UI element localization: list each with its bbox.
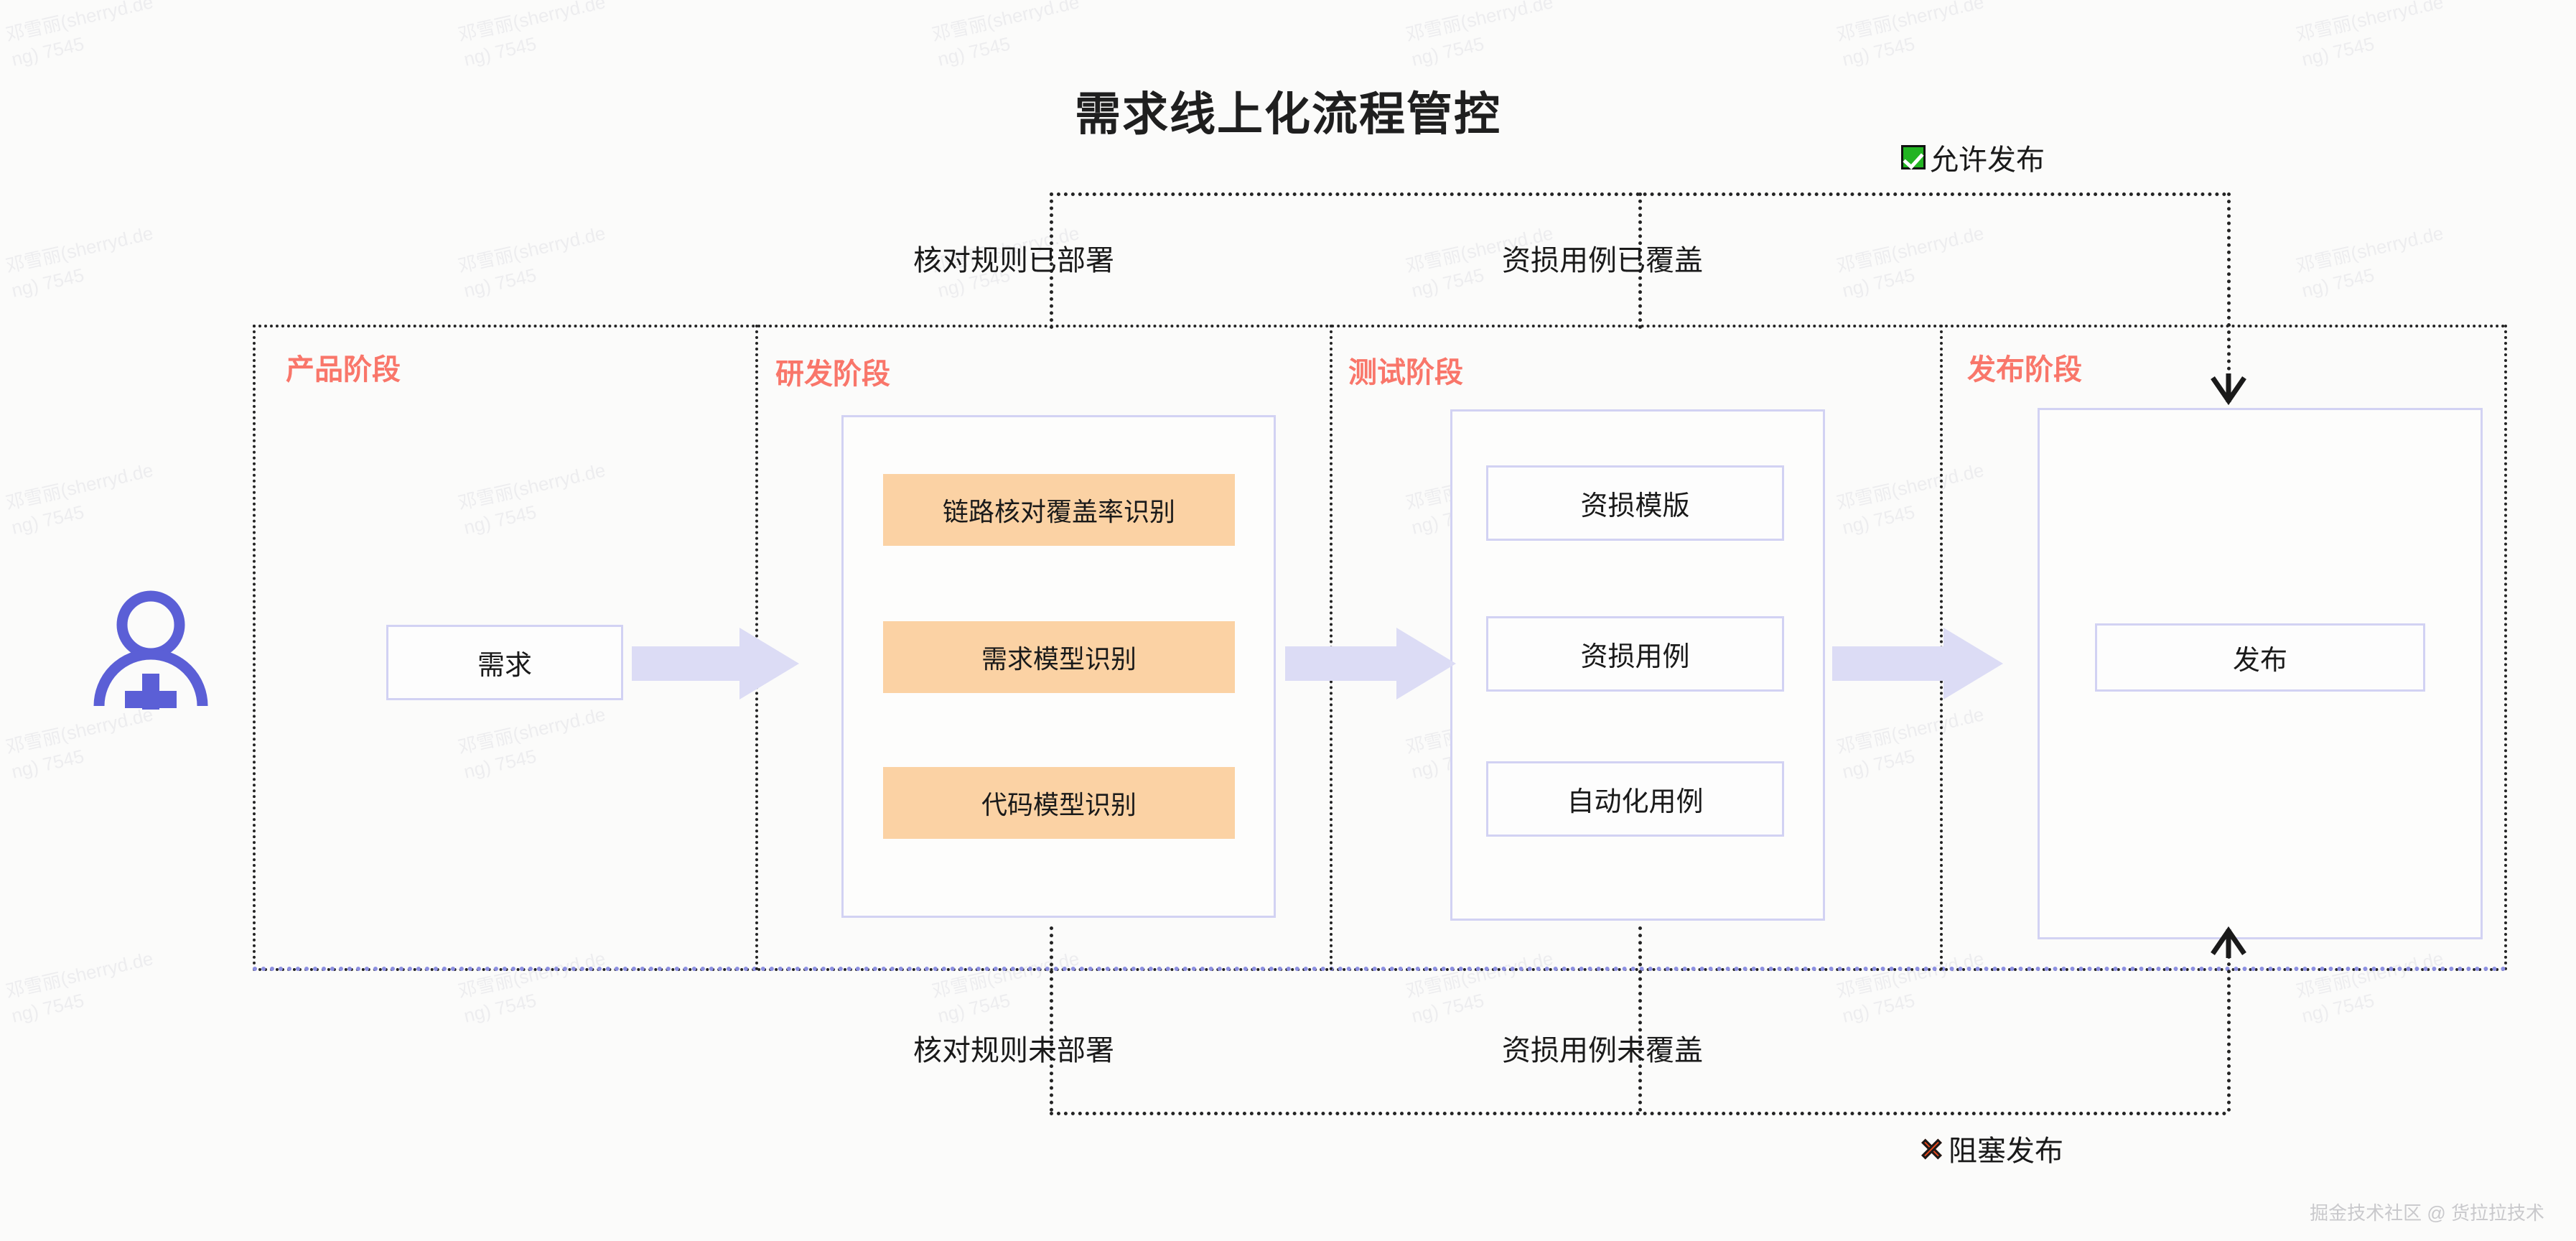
arrow-up-into-release-icon	[2211, 926, 2246, 958]
node-requirement[interactable]: 需求	[386, 625, 623, 700]
fail-result-label: 阻塞发布	[1949, 1135, 2063, 1167]
stage-label-release: 发布阶段	[1967, 354, 2082, 386]
stage-label-test: 测试阶段	[1348, 357, 1463, 389]
arrow-down-into-release-icon	[2211, 373, 2246, 406]
pass-path-vertical-release	[2227, 192, 2231, 378]
dev-item-1[interactable]: 需求模型识别	[883, 621, 1235, 693]
arrow-product-to-dev-icon	[632, 628, 799, 699]
pass-path-vertical-test	[1638, 192, 1642, 329]
fail-condition-1: 核对规则未部署	[913, 1035, 1114, 1066]
stage-frame	[253, 325, 2507, 971]
fail-path-vertical-dev	[1050, 926, 1053, 1112]
cross-mark-red-icon	[1918, 1135, 1944, 1161]
user-add-icon	[93, 590, 208, 710]
footer-credit: 掘金技术社区 @ 货拉拉技术	[2310, 1202, 2544, 1224]
arrow-test-to-release-icon	[1832, 628, 2003, 699]
fail-condition-2: 资损用例未覆盖	[1502, 1035, 1703, 1066]
fail-result: 阻塞发布	[1918, 1128, 2063, 1169]
dev-item-2[interactable]: 代码模型识别	[883, 767, 1235, 839]
pass-condition-2: 资损用例已覆盖	[1502, 245, 1703, 276]
stage-label-dev: 研发阶段	[775, 358, 890, 390]
pass-condition-1: 核对规则已部署	[913, 245, 1114, 276]
fail-path-vertical-release	[2227, 955, 2231, 1112]
test-item-0[interactable]: 资损模版	[1486, 465, 1784, 541]
pass-path-vertical-dev	[1050, 192, 1053, 329]
page-title: 需求线上化流程管控	[1075, 88, 1501, 140]
dev-item-0[interactable]: 链路核对覆盖率识别	[883, 474, 1235, 546]
stage-label-product: 产品阶段	[286, 354, 401, 386]
pass-result: 允许发布	[1901, 136, 2045, 178]
test-item-2[interactable]: 自动化用例	[1486, 761, 1784, 837]
pass-result-label: 允许发布	[1930, 144, 2045, 176]
node-release[interactable]: 发布	[2095, 623, 2425, 692]
fail-path-horizontal	[1050, 1112, 2227, 1115]
fail-path-vertical-test	[1638, 926, 1642, 1112]
arrow-dev-to-test-icon	[1285, 628, 1456, 699]
check-mark-green-icon	[1901, 145, 1926, 169]
test-item-1[interactable]: 资损用例	[1486, 616, 1784, 692]
